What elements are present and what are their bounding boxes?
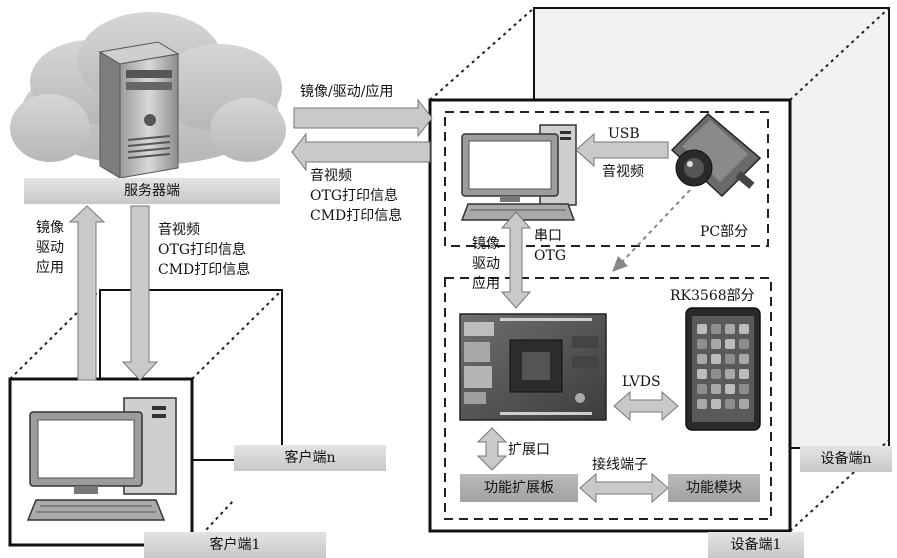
rk-part-dashed-box (444, 277, 772, 520)
lvds-label: LVDS (622, 374, 661, 390)
device-to-server-line-2: OTG打印信息 (310, 188, 398, 204)
tablet-app-icon (697, 339, 707, 349)
device-to-server-arrow (291, 132, 431, 172)
pc-to-board-left-line-1: 镜像 (472, 236, 500, 252)
tablet-app-icon (739, 384, 749, 394)
client-to-server-line-1: 音视频 (158, 222, 200, 238)
client-n-label-bar: 客户端n (234, 445, 386, 471)
client-pc-icon (26, 397, 177, 521)
tablet-app-icon (697, 384, 707, 394)
tablet-app-icon (711, 324, 721, 334)
tablet-app-icon (697, 399, 707, 409)
device-to-server-labels: 音视频 OTG打印信息 CMD打印信息 (310, 166, 402, 226)
pc-part-dashed-box (444, 111, 769, 247)
camera-av-label: 音视频 (602, 164, 644, 180)
device-pc-icon (460, 124, 577, 221)
function-module-box: 功能模块 (668, 474, 760, 502)
pc-to-board-left-line-3: 应用 (472, 276, 500, 292)
tablet-app-icon (739, 399, 749, 409)
tablet-app-icon (697, 324, 707, 334)
client-to-server-arrow (121, 205, 159, 381)
camera-icon (670, 112, 762, 198)
client-1-label-bar: 客户端1 (144, 532, 326, 558)
device-to-server-line-3: CMD打印信息 (310, 208, 403, 224)
tablet-app-icon (739, 369, 749, 379)
pc-to-board-left-line-2: 驱动 (472, 256, 500, 272)
server-to-client-labels: 镜像 驱动 应用 (36, 218, 64, 278)
pc-to-board-right-labels: 串口 OTG (534, 226, 566, 266)
tablet-app-icon (711, 369, 721, 379)
tablet-app-icon (725, 399, 735, 409)
expansion-port-label: 扩展口 (508, 442, 550, 458)
tablet-app-icon (739, 339, 749, 349)
pc-to-board-right-line-2: OTG (534, 248, 566, 264)
tablet-app-icon (711, 384, 721, 394)
rk-part-label: RK3568部分 (670, 288, 755, 304)
server-tower-icon (98, 41, 180, 179)
client-to-server-line-2: OTG打印信息 (158, 242, 246, 258)
tablet-app-icon (711, 399, 721, 409)
tablet-app-icon (697, 369, 707, 379)
device-1-label-bar: 设备端1 (708, 532, 804, 558)
display-tablet-icon (685, 307, 761, 431)
terminal-label: 接线端子 (592, 457, 648, 473)
expansion-port-arrow (476, 427, 508, 471)
tablet-app-icon (739, 324, 749, 334)
tablet-app-icon (711, 339, 721, 349)
device-n-label-bar: 设备端n (800, 446, 892, 472)
tablet-app-icon (711, 354, 721, 364)
tablet-app-icon (725, 384, 735, 394)
tablet-app-icon (725, 354, 735, 364)
usb-label: USB (608, 126, 640, 142)
client-to-server-line-3: CMD打印信息 (158, 262, 251, 278)
server-to-client-line-1: 镜像 (36, 220, 64, 236)
rk3568-board-icon (459, 313, 607, 421)
server-to-client-arrow (68, 205, 106, 381)
pc-to-board-left-labels: 镜像 驱动 应用 (472, 234, 500, 294)
device-to-server-line-1: 音视频 (310, 168, 352, 184)
tablet-app-icon (725, 324, 735, 334)
tablet-app-icon (725, 339, 735, 349)
tablet-app-icon (697, 354, 707, 364)
pc-to-board-arrow (500, 211, 532, 309)
server-label-bar: 服务器端 (24, 178, 280, 204)
client-to-server-labels: 音视频 OTG打印信息 CMD打印信息 (158, 220, 250, 280)
server-to-device-label: 镜像/驱动/应用 (300, 84, 394, 100)
pc-part-label: PC部分 (700, 224, 749, 240)
camera-to-pc-arrow (575, 132, 669, 168)
expansion-board-box: 功能扩展板 (460, 474, 578, 502)
tablet-app-icon (739, 354, 749, 364)
pc-to-board-right-line-1: 串口 (534, 228, 562, 244)
server-to-device-arrow (293, 98, 433, 138)
server-to-client-line-2: 驱动 (36, 240, 64, 256)
server-to-client-line-3: 应用 (36, 260, 64, 276)
lvds-arrow (613, 390, 679, 422)
tablet-app-icon (725, 369, 735, 379)
camera-to-rk-dotted-arrow (612, 189, 691, 272)
